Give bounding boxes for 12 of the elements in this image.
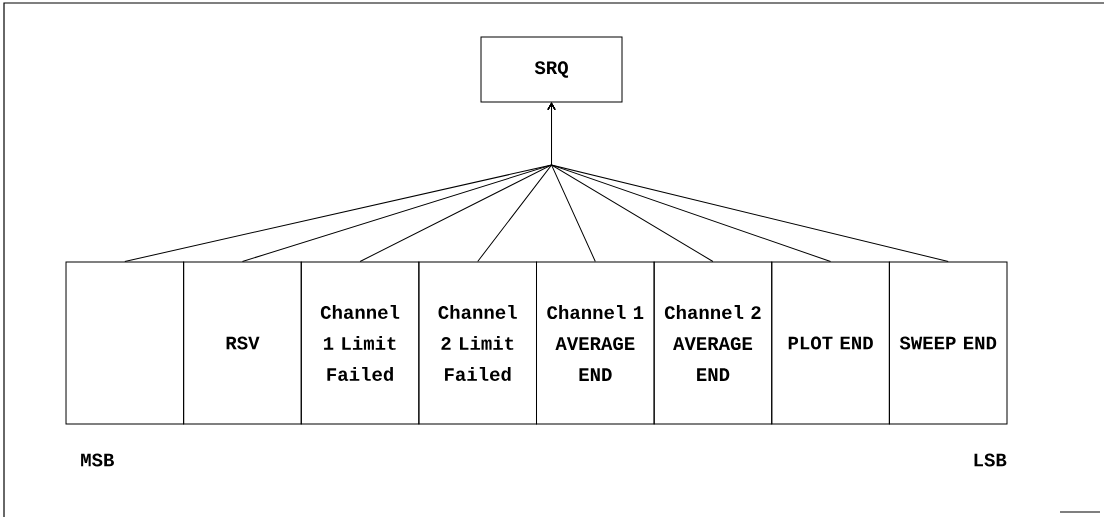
bit-cell: SWEEP END	[888, 261, 1008, 425]
bit-label: MSB	[81, 453, 114, 467]
bit-cell	[65, 261, 185, 425]
connector-arrow	[547, 103, 949, 262]
bit-cell: RSV	[183, 261, 302, 425]
bit-label: LSB	[974, 453, 1007, 467]
bit-cell: Channel 1 Limit Failed	[300, 261, 420, 425]
bit-cell: Channel 2 AVERAGE END	[653, 261, 773, 425]
srq-box: SRQ	[480, 36, 623, 103]
bit-cell: Channel 2 Limit Failed	[418, 261, 537, 425]
bit-cell: PLOT END	[771, 261, 890, 425]
bit-cell: Channel 1 AVERAGE END	[536, 261, 655, 425]
